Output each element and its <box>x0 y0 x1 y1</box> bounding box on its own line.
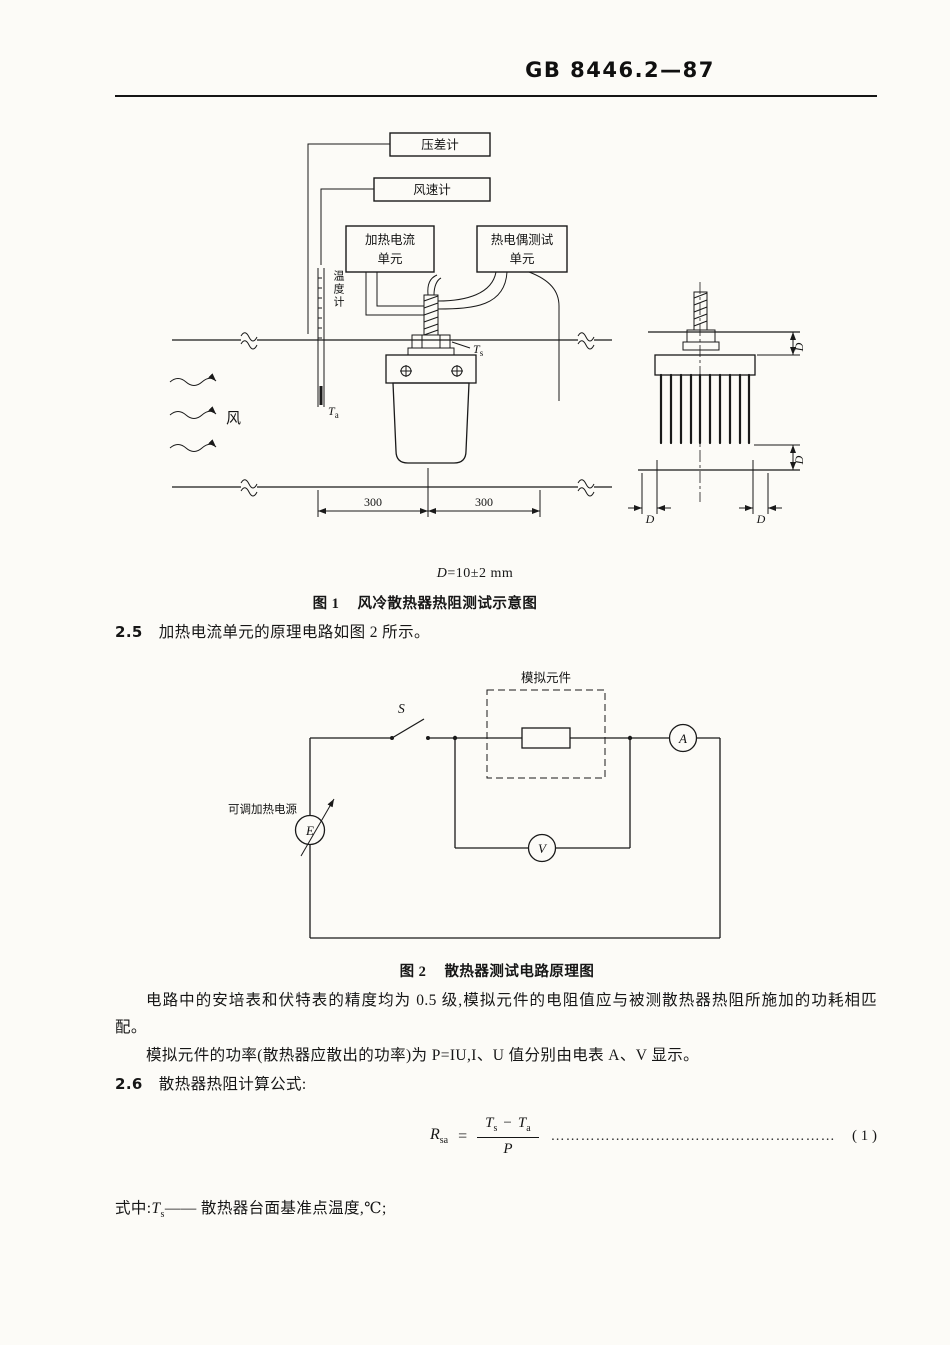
header-rule <box>115 95 877 98</box>
paragraph-accuracy: 电路中的安培表和伏特表的精度均为 0.5 级,模拟元件的电阻值应与被测散热器热阻… <box>115 992 877 1036</box>
svg-text:热电偶测试: 热电偶测试 <box>491 232 554 247</box>
figure1-note: D=10±2 mm <box>436 566 514 581</box>
heatsink-side-view <box>638 282 800 502</box>
svg-text:D: D <box>645 512 655 526</box>
doc-number: GB 8446.2—87 <box>525 58 715 82</box>
figure2-circuit-diagram: 模拟元件 S A <box>228 671 721 939</box>
svg-text:D: D <box>756 512 766 526</box>
formula-dotted-leader: ………………………………………………… <box>550 1128 836 1144</box>
svg-text:D: D <box>792 342 806 352</box>
svg-text:E: E <box>305 823 314 838</box>
sim-element-label: 模拟元件 <box>521 671 571 685</box>
wind-flow-arrows <box>169 373 217 452</box>
wind-duct-front <box>172 332 612 497</box>
svg-text:单元: 单元 <box>377 252 402 266</box>
thermometer-label: 温度计 <box>332 270 345 309</box>
front-dimension-300: 300 300 <box>317 468 541 517</box>
instrument-connectors <box>307 143 560 401</box>
source-name-label: 可调加热电源 <box>228 802 297 816</box>
figure1-test-setup-diagram: 压差计 风速计 加热电流 单元 热电偶测试 单元 <box>169 132 806 526</box>
ammeter-symbol: A <box>668 723 698 753</box>
formula-expression: Rsa = Ts−Ta P <box>430 1115 539 1158</box>
pressure-gauge-label: 压差计 <box>421 138 459 152</box>
formula-number: ( 1 ) <box>852 1128 877 1144</box>
svg-text:加热电流: 加热电流 <box>365 233 416 247</box>
power-source-symbol: E <box>294 798 335 857</box>
paragraph-power: 模拟元件的功率(散热器应散出的功率)为 P=IU,I、U 值分别由电表 A、V … <box>146 1047 700 1064</box>
circuit-wires <box>309 735 721 939</box>
sim-element-dashed-box <box>486 689 606 779</box>
thermocouple-unit-box: 热电偶测试 单元 <box>476 225 568 273</box>
thermometer <box>317 268 325 407</box>
ta-label: Ta <box>328 404 339 420</box>
svg-text:D: D <box>792 455 806 465</box>
heating-current-unit-box: 加热电流 单元 <box>345 225 435 273</box>
svg-text:A: A <box>678 731 687 746</box>
svg-text:300: 300 <box>475 495 493 509</box>
svg-text:300: 300 <box>364 495 382 509</box>
svg-text:V: V <box>538 841 548 856</box>
heatsink-fins <box>659 373 751 445</box>
pressure-gauge-box: 压差计 <box>389 132 491 157</box>
svg-text:单元: 单元 <box>509 252 534 266</box>
wind-label: 风 <box>226 410 241 427</box>
formula-legend: 式中:Ts—— 散热器台面基准点温度,℃; <box>115 1200 387 1221</box>
voltmeter-symbol: V <box>527 833 557 863</box>
formula-1: Rsa = Ts−Ta P ………………………………………………… ( 1 ) <box>115 1115 877 1158</box>
heatsink-front-view <box>385 274 477 464</box>
ts-label: Ts <box>473 342 484 358</box>
ts-leader-line <box>451 341 471 349</box>
side-dimension-D: D D D D <box>628 332 806 526</box>
anemometer-label: 风速计 <box>413 183 451 197</box>
anemometer-box: 风速计 <box>373 177 491 202</box>
switch-symbol <box>390 718 430 740</box>
resistor-symbol <box>521 727 571 749</box>
switch-label: S <box>398 701 405 716</box>
